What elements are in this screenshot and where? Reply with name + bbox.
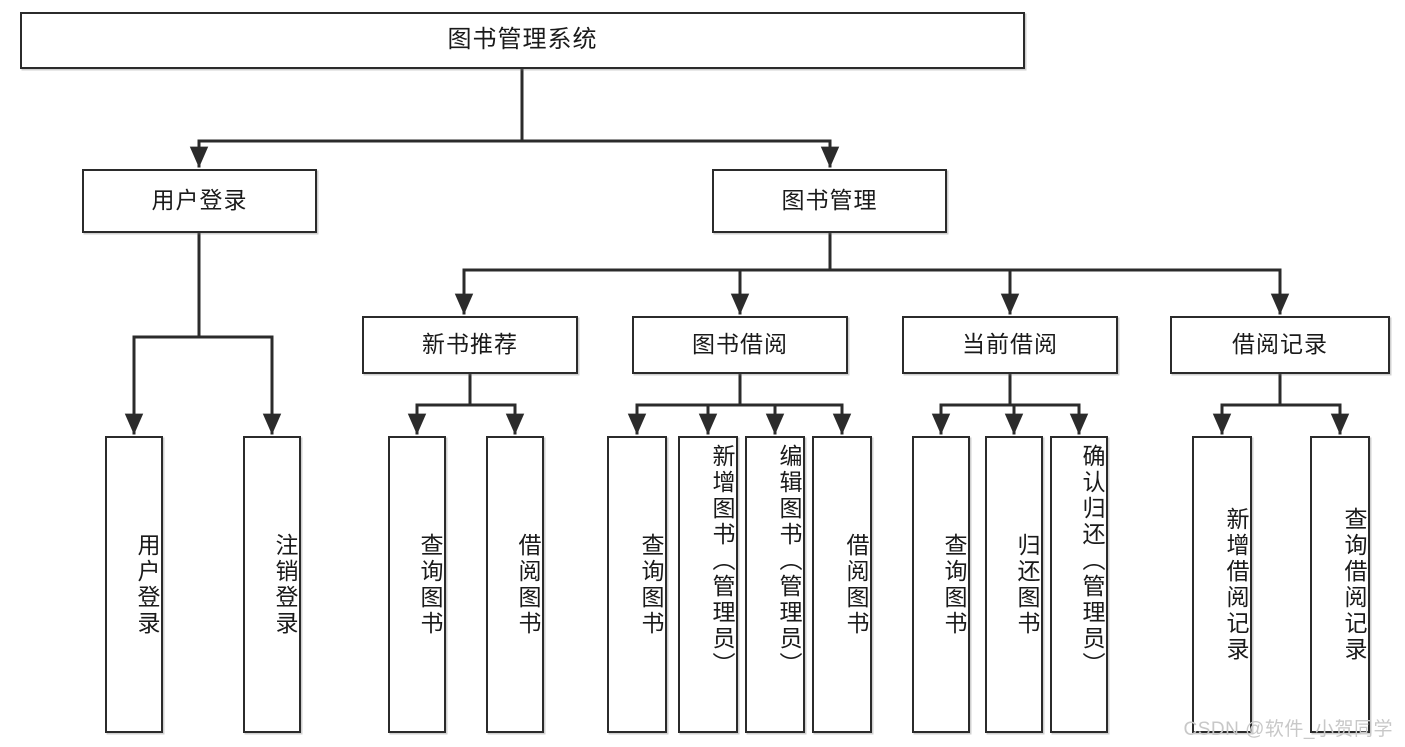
leaf-newbooks-query-book-label: 查询图书 [417, 532, 443, 637]
node-borrow-records[interactable]: 借阅记录 [1170, 316, 1390, 374]
leaf-borrow-edit-book-admin-label: 编辑图书（管理员） [776, 444, 802, 678]
leaf-logout[interactable]: 注销登录 [243, 436, 301, 733]
node-book-borrow-label: 图书借阅 [692, 331, 788, 358]
node-user-login-label: 用户登录 [151, 187, 248, 214]
node-root[interactable]: 图书管理系统 [20, 12, 1025, 69]
node-borrow-records-label: 借阅记录 [1232, 331, 1328, 358]
leaf-current-return-book-label: 归还图书 [1014, 532, 1040, 637]
node-current-borrow[interactable]: 当前借阅 [902, 316, 1118, 374]
leaf-user-login-label: 用户登录 [134, 532, 160, 637]
leaf-newbooks-borrow-book-label: 借阅图书 [515, 532, 541, 637]
leaf-current-confirm-return-admin[interactable]: 确认归还（管理员） [1050, 436, 1108, 733]
leaf-borrow-borrow-book[interactable]: 借阅图书 [812, 436, 872, 733]
node-new-book-recommend[interactable]: 新书推荐 [362, 316, 578, 374]
leaf-records-add-record[interactable]: 新增借阅记录 [1192, 436, 1252, 733]
leaf-records-query-record-label: 查询借阅记录 [1341, 506, 1367, 663]
leaf-current-query-book-label: 查询图书 [941, 532, 967, 637]
leaf-borrow-add-book-admin-label: 新增图书（管理员） [709, 444, 735, 678]
leaf-current-query-book[interactable]: 查询图书 [912, 436, 970, 733]
node-book-management[interactable]: 图书管理 [712, 169, 947, 233]
leaf-borrow-query-book-label: 查询图书 [638, 532, 664, 637]
leaf-borrow-edit-book-admin[interactable]: 编辑图书（管理员） [745, 436, 805, 733]
node-book-management-label: 图书管理 [781, 187, 878, 214]
node-new-book-recommend-label: 新书推荐 [422, 331, 518, 358]
leaf-borrow-query-book[interactable]: 查询图书 [607, 436, 667, 733]
leaf-records-add-record-label: 新增借阅记录 [1223, 506, 1249, 663]
leaf-current-return-book[interactable]: 归还图书 [985, 436, 1043, 733]
node-current-borrow-label: 当前借阅 [962, 331, 1058, 358]
leaf-borrow-add-book-admin[interactable]: 新增图书（管理员） [678, 436, 738, 733]
leaf-current-confirm-return-admin-label: 确认归还（管理员） [1079, 444, 1105, 678]
leaf-logout-label: 注销登录 [272, 532, 298, 637]
leaf-newbooks-query-book[interactable]: 查询图书 [388, 436, 446, 733]
leaf-records-query-record[interactable]: 查询借阅记录 [1310, 436, 1370, 733]
watermark: CSDN @软件_小贺同学 [1183, 719, 1393, 740]
node-root-label: 图书管理系统 [447, 26, 598, 54]
leaf-borrow-borrow-book-label: 借阅图书 [843, 532, 869, 637]
leaf-newbooks-borrow-book[interactable]: 借阅图书 [486, 436, 544, 733]
node-book-borrow[interactable]: 图书借阅 [632, 316, 848, 374]
node-user-login[interactable]: 用户登录 [82, 169, 317, 233]
leaf-user-login[interactable]: 用户登录 [105, 436, 163, 733]
